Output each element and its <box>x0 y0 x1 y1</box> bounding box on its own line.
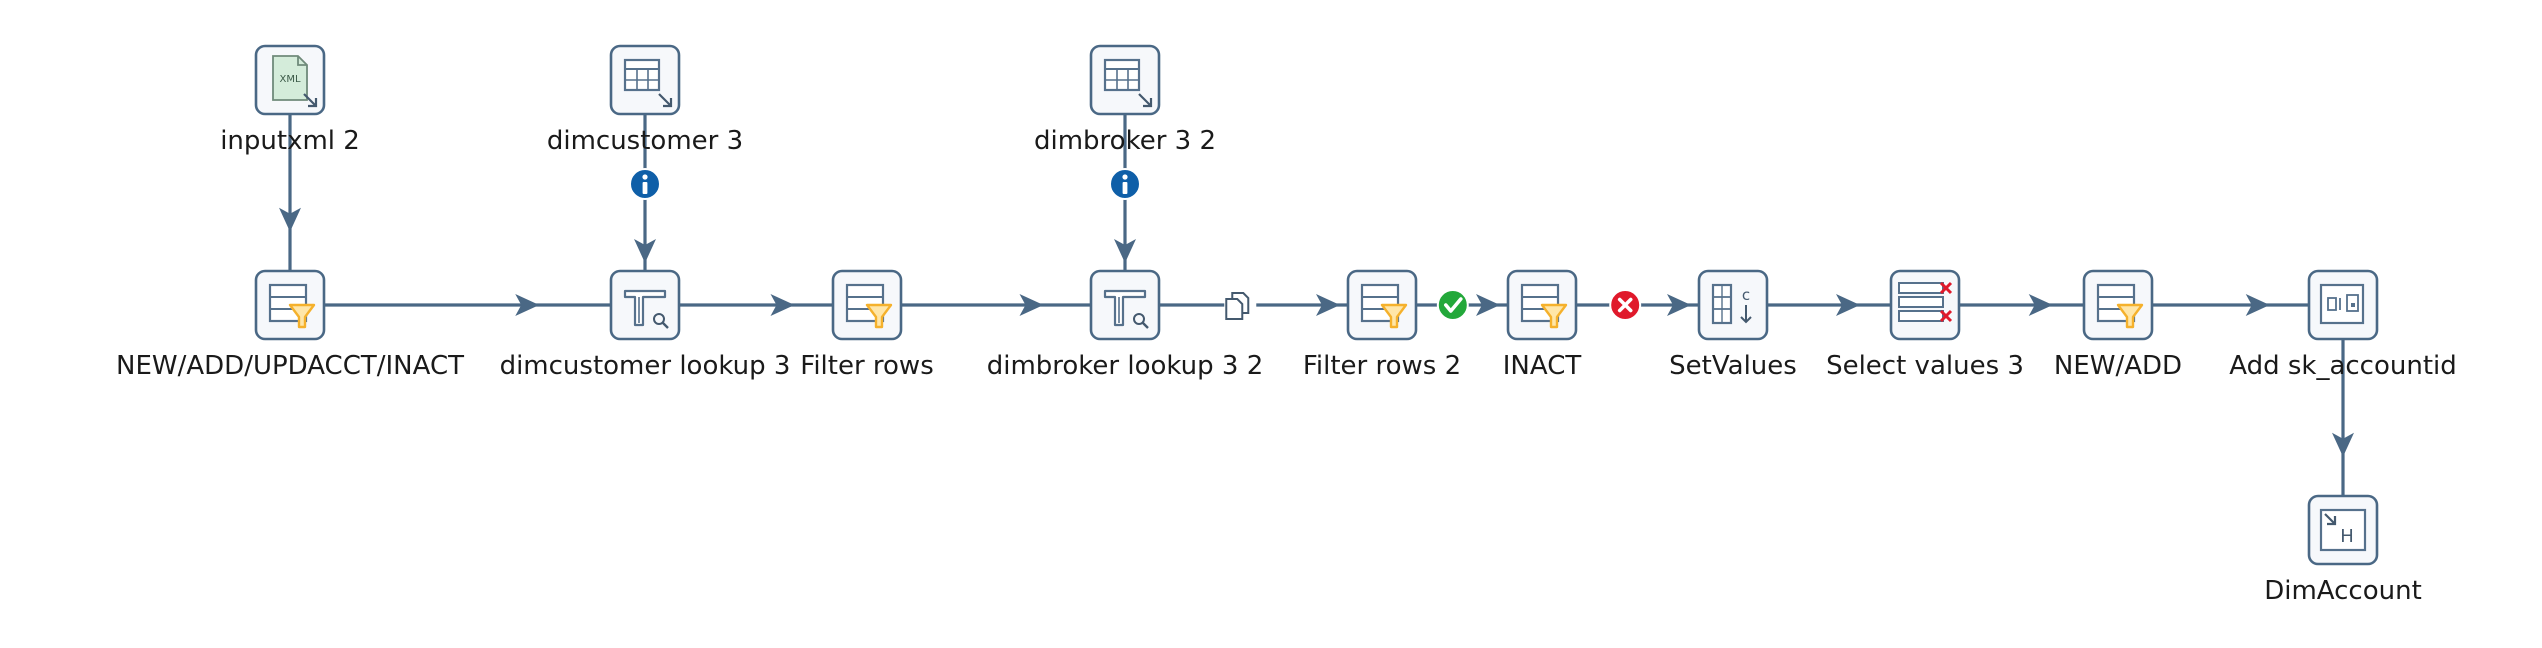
filter-rows-icon <box>1360 283 1408 329</box>
sequence-icon <box>2319 283 2365 325</box>
step-selectvalues3[interactable]: Select values 3 <box>1826 269 2024 381</box>
edge-arrowhead <box>1114 239 1136 263</box>
step-label: Add sk_accountid <box>2229 351 2457 381</box>
table-output-icon: H <box>2319 508 2367 552</box>
copy-rows-icon <box>1224 289 1257 321</box>
info-icon <box>1109 168 1141 200</box>
edge-newadd-to-addskaccountid[interactable] <box>2152 294 2309 316</box>
database-lookup-icon <box>623 289 669 329</box>
step-label: dimbroker 3 2 <box>1034 126 1216 156</box>
svg-text:H: H <box>2340 526 2354 547</box>
step-dimcustomerlookup3[interactable]: dimcustomer lookup 3 <box>500 269 791 381</box>
edge-inputxml2-to-newaddupdacct[interactable] <box>279 114 301 271</box>
step-box[interactable] <box>1089 269 1161 341</box>
edge-arrowhead <box>770 294 795 316</box>
step-inact[interactable]: INACT <box>1503 269 1582 381</box>
step-label: SetValues <box>1669 351 1797 381</box>
edge-arrowhead <box>1836 294 1860 316</box>
step-filterrows2[interactable]: Filter rows 2 <box>1303 269 1461 381</box>
edge-selectvalues3-to-newadd[interactable] <box>1959 294 2084 316</box>
step-inputxml2[interactable]: XML inputxml 2 <box>220 44 360 156</box>
step-label: DimAccount <box>2264 576 2422 606</box>
edges-layer <box>279 114 2354 496</box>
step-box[interactable] <box>1697 269 1769 341</box>
step-label: NEW/ADD/UPDACCT/INACT <box>116 351 464 381</box>
xml-input-icon: XML <box>272 55 318 108</box>
step-label: INACT <box>1503 351 1582 381</box>
filter-rows-icon <box>2096 283 2144 329</box>
step-dimbroker32[interactable]: dimbroker 3 2 <box>1034 44 1216 156</box>
select-values-icon <box>1898 281 1953 323</box>
filter-rows-icon <box>845 283 893 329</box>
edge-arrowhead <box>1667 294 1691 316</box>
edge-arrowhead <box>1476 294 1500 316</box>
step-filterrows[interactable]: Filter rows <box>800 269 934 381</box>
filter-rows-icon <box>268 283 316 329</box>
edge-addskaccountid-to-dimaccount[interactable] <box>2332 339 2354 496</box>
true-check-icon <box>1436 289 1469 321</box>
nodes-layer: XML inputxml 2 dimcustomer 3 dimbroker 3 2 N… <box>116 44 2457 606</box>
edge-newaddupdacct-to-dimcustomerlookup3[interactable] <box>324 294 611 316</box>
step-label: Filter rows 2 <box>1303 351 1461 381</box>
edge-arrowhead <box>279 207 301 232</box>
step-label: dimcustomer lookup 3 <box>500 351 791 381</box>
step-newaddupdacct[interactable]: NEW/ADD/UPDACCT/INACT <box>116 269 464 381</box>
table-input-icon <box>623 58 673 108</box>
step-box[interactable] <box>609 269 681 341</box>
edge-dimcustomerlookup3-to-filterrows[interactable] <box>679 294 833 316</box>
edge-markers-layer <box>629 168 1642 321</box>
step-addskaccountid[interactable]: Add sk_accountid <box>2229 269 2457 381</box>
svg-text:c: c <box>1742 286 1750 304</box>
step-newadd[interactable]: NEW/ADD <box>2054 269 2182 381</box>
step-label: dimcustomer 3 <box>547 126 743 156</box>
info-icon <box>629 168 661 200</box>
edge-arrowhead <box>2028 294 2053 316</box>
step-label: NEW/ADD <box>2054 351 2182 381</box>
step-label: inputxml 2 <box>220 126 360 156</box>
edge-arrowhead <box>1019 294 1044 316</box>
filter-rows-icon <box>1520 283 1568 329</box>
edge-arrowhead <box>1316 294 1340 316</box>
edge-filterrows-to-dimbrokerlookup32[interactable] <box>901 294 1091 316</box>
database-lookup-icon <box>1103 289 1149 329</box>
step-dimcustomer3[interactable]: dimcustomer 3 <box>547 44 743 156</box>
edge-setvalues-to-selectvalues3[interactable] <box>1767 294 1891 316</box>
edge-arrowhead <box>2332 432 2354 457</box>
step-label: Select values 3 <box>1826 351 2024 381</box>
set-values-icon: c <box>1711 283 1752 325</box>
edge-arrowhead <box>2245 294 2270 316</box>
edge-arrowhead <box>634 239 656 263</box>
step-label: dimbroker lookup 3 2 <box>987 351 1264 381</box>
edge-arrowhead <box>515 294 540 316</box>
step-dimaccount[interactable]: H DimAccount <box>2264 494 2422 606</box>
step-label: Filter rows <box>800 351 934 381</box>
table-input-icon <box>1103 58 1153 108</box>
step-dimbrokerlookup32[interactable]: dimbroker lookup 3 2 <box>987 269 1264 381</box>
svg-text:XML: XML <box>279 74 300 85</box>
false-cross-icon <box>1609 289 1642 321</box>
